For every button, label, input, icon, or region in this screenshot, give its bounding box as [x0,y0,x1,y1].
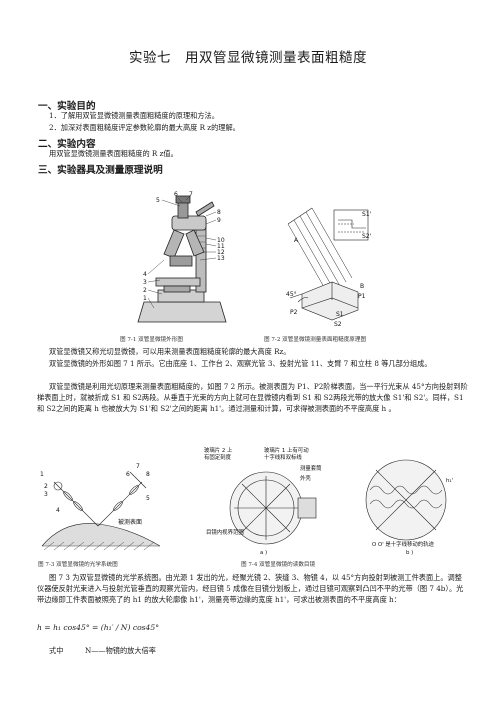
fig3-caption: 图 7-3 双管显微镜的光学系统图 [38,562,118,568]
fig1-label: 9 [217,217,221,224]
fig2-label: 45° [286,291,297,298]
fig3-label: 被测表面 [118,518,142,526]
fig2-caption: 图 7-2 双管显微镜测量表面粗糙度原理图 [264,337,367,343]
fig4-label: 有固定刻度 [204,453,232,461]
fig4-caption: 图 7-4 双管显微镜的读数目镜 [241,562,316,568]
section-heading-principle: 三、实验器具及测量原理说明 [38,165,163,176]
fig1-label: 11 [217,243,225,250]
fig4-label: h₁' [446,478,453,484]
purpose-item-1: 1．了解用双管显微镜测量表面粗糙度的原理和方法。 [49,111,219,120]
section-heading-purpose: 一、实验目的 [38,101,96,112]
section-heading-content: 二、实验内容 [38,139,96,150]
fig3-label: 6 [126,471,130,478]
fig1-label: 3 [143,279,147,286]
fig3-label: 3 [44,491,48,498]
fig1-caption: 图 7-1 双管显微镜外形图 [120,337,183,343]
formula: h = h₁ cos45° = (h₁′ / N) cos45° [37,623,160,632]
purpose-item-2: 2．加深对表面粗糙度评定参数轮廓的最大高度 R z的理解。 [49,123,240,132]
fig4-label: 外壳 [300,474,311,482]
fig1-label: 6 [174,191,178,198]
paragraph-intro: 双管显微镜又称光切显微镜，可以用来测量表面粗糙度轮廓的最大高度 Rz。 [49,347,291,356]
fig2-label: B [360,283,364,290]
fig4-label: 测量套筒 [300,464,322,472]
fig1-label: 13 [217,255,225,262]
fig1-label: 12 [217,249,225,256]
fig4-label: a ) [260,550,267,556]
paragraph-optics: 图 7 3 为双管显微镜的光学系统图。由光源 1 发出的光，经聚光镜 2、狭缝 … [37,573,464,604]
fig1-label: 4 [143,271,147,278]
fig3-label: 7 [136,463,140,470]
fig4-label: 玻璃片 2 上 [204,446,233,454]
principle-figure: A 45° B P1 P2 S1 S2 S1' S2' [286,207,372,328]
fig1-label: 5 [156,197,160,204]
fig2-label: S1' [362,211,372,218]
content-text: 用双管显微镜测量表面粗糙度的 R z值。 [49,149,178,158]
fig1-label: 2 [143,287,147,294]
fig4-label: 玻璃片 1 上有可动 [264,446,309,454]
fig3-label: 8 [146,471,150,478]
fig1-label: 8 [217,209,221,216]
paragraph-structure: 双管显微镜的外形如图 7 1 所示。它由底座 1、工作台 2、观察光管 3、投射… [49,359,432,368]
fig2-label: S1 [336,311,344,318]
fig4-label: b ) [406,550,413,556]
fig3-label: 4 [56,507,60,514]
fig3-label: 2 [44,483,48,490]
fig3-label: 5 [146,495,150,502]
fig4-label: 十字线和双标线 [264,453,302,461]
microscope-figure: 5 6 7 8 9 10 11 12 13 4 3 2 1 [137,191,227,323]
formula-where: 式中 N——物镜的放大倍率 [49,646,156,655]
optical-system-figure: 1 2 3 4 5 6 7 8 被测表面 [40,463,161,551]
eyepiece-figure: 玻璃片 2 上 有固定刻度 玻璃片 1 上有可动 十字线和双标线 测量套筒 外壳… [204,446,453,556]
fig1-label: 1 [143,295,147,302]
page-title: 实验七 用双管显微镜测量表面粗糙度 [129,50,367,66]
fig2-label: A [294,237,299,244]
fig2-label: S2' [362,233,372,240]
fig1-label: 10 [217,237,225,244]
fig4-label: 目镜内视界范围 [206,528,244,536]
fig3-label: 1 [40,471,44,478]
fig4-label: O O' 是十字线移动的轨迹 [372,540,435,548]
fig2-label: P2 [290,309,298,316]
fig2-label: S2 [334,321,342,328]
fig2-label: P1 [358,293,366,300]
fig1-label: 7 [189,191,193,198]
paragraph-principle: 双管显微镜是利用光切原理来测量表面粗糙度的，如图 7 2 所示。被测表面为 P1… [37,382,468,413]
